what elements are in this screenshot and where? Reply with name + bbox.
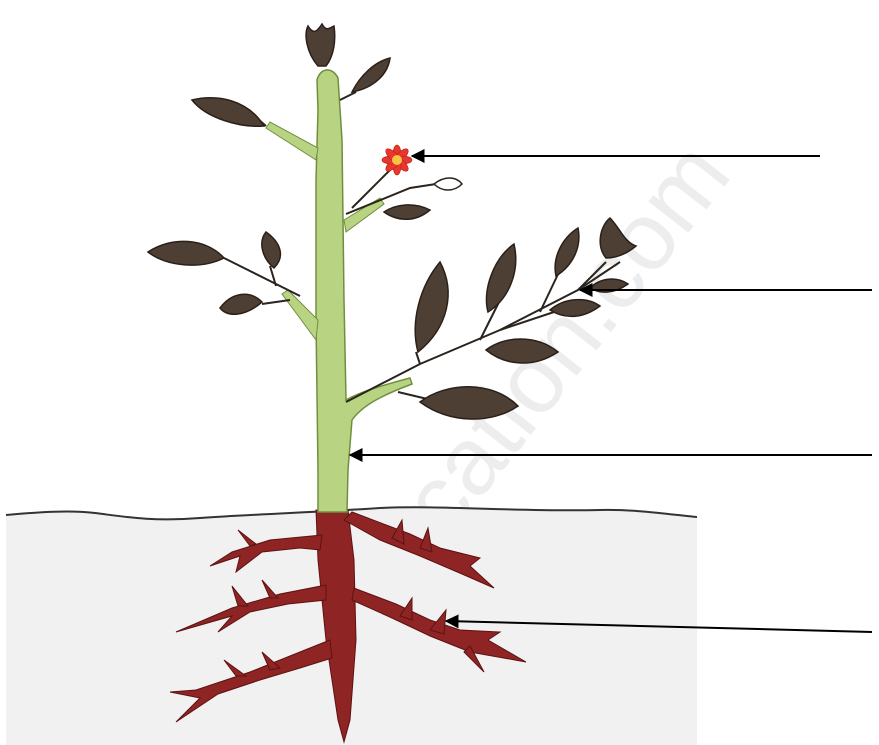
apex-bud (306, 24, 335, 66)
white-bud (434, 178, 462, 190)
flower (382, 145, 412, 175)
